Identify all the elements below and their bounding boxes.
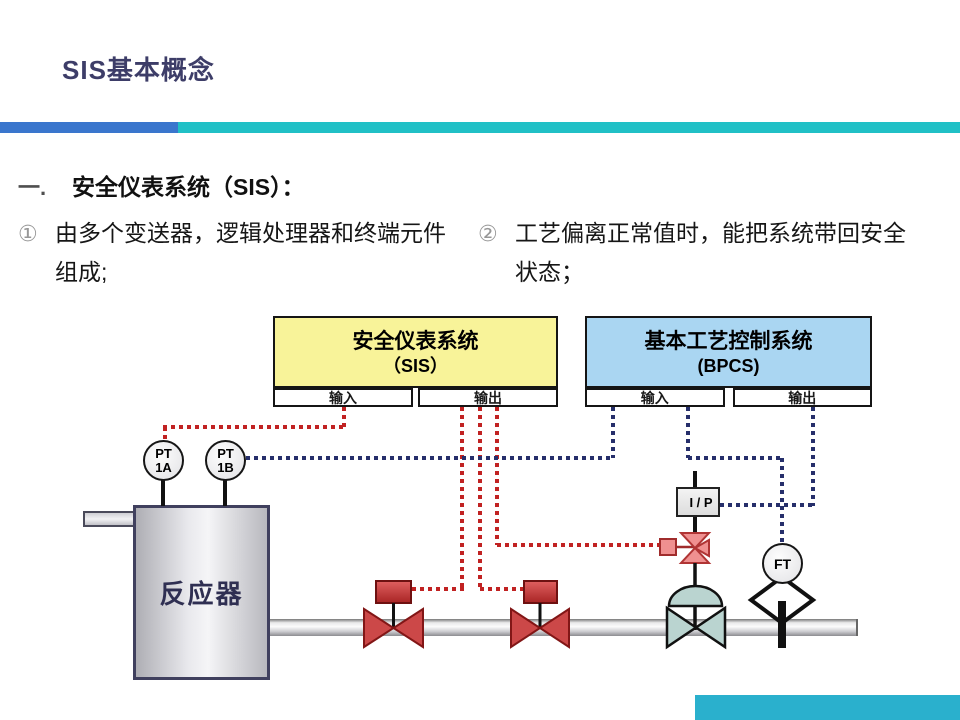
signal-red-valve-b-drop [478, 407, 482, 589]
sis-box-subtitle: （SIS） [382, 355, 448, 376]
signal-blue-bpcs-output-drop [811, 407, 815, 506]
sis-box-title: 安全仪表系统 [352, 329, 479, 353]
signal-red-solenoid-branch [497, 543, 660, 547]
valve-b-body-left [510, 607, 542, 649]
bullet-2-marker: ② [478, 221, 498, 246]
bullet-item-2: ② 工艺偏离正常值时，能把系统带回安全状态； [478, 214, 918, 292]
bpcs-output-cell: 输出 [732, 388, 872, 407]
pt1a-tag-line1: PT [155, 445, 172, 461]
bullet-item-1: ① 由多个变送器，逻辑处理器和终端元件组成; [18, 214, 450, 292]
section-heading: 一. 安全仪表系统（SIS）： [18, 168, 305, 202]
valve-a-body-left [363, 607, 396, 649]
sis-input-cell: 输入 [273, 388, 413, 407]
signal-red-sis-input-drop [342, 407, 346, 427]
ft-label: FT [773, 555, 792, 572]
signal-red-valve-a-branch [412, 587, 464, 591]
sis-io-row: 输入 输出 [273, 388, 558, 407]
signal-blue-pt1b-horizontal [246, 456, 614, 460]
valve-b-body-right [538, 607, 570, 649]
pt1b-stem [223, 479, 227, 506]
ip-label: I / P [689, 494, 713, 510]
valve-b-actuator [523, 580, 558, 604]
pt1a-stem [161, 479, 165, 506]
sis-system-box: 安全仪表系统 （SIS） 输入 输出 [273, 316, 558, 407]
valves-graphic [363, 471, 817, 650]
heading-number: 一. [18, 175, 47, 200]
bottom-accent-bar [695, 695, 960, 720]
signal-red-pt1a-horizontal [163, 425, 346, 429]
bpcs-box-body: 基本工艺控制系统 (BPCS) [585, 316, 872, 388]
sis-box-body: 安全仪表系统 （SIS） [273, 316, 558, 388]
control-valve-dome [667, 584, 724, 608]
solenoid-port-top [678, 532, 712, 550]
sis-output-cell: 输出 [418, 388, 558, 407]
signal-blue-ft-riser [686, 407, 690, 458]
solenoid-coil [659, 538, 677, 556]
valve-a-actuator [375, 580, 412, 604]
signal-blue-ft-horizontal [688, 456, 783, 460]
signal-red-valve-a-drop [460, 407, 464, 589]
pt1b-tag-line1: PT [217, 445, 234, 461]
ft-transmitter: FT [762, 543, 803, 584]
signal-red-valve-b-branch [480, 587, 524, 591]
reactor-inlet-pipe [83, 511, 135, 527]
bpcs-io-row: 输入 输出 [585, 388, 872, 407]
heading-text: 安全仪表系统（SIS）： [72, 174, 305, 200]
slide-title: SIS基本概念 [62, 55, 215, 85]
accent-bar-teal [178, 122, 960, 133]
pt1b-tag-line2: 1B [217, 459, 234, 475]
bpcs-box-subtitle: (BPCS) [697, 355, 760, 376]
solenoid-port-right [692, 538, 710, 558]
bullet-1-marker: ① [18, 221, 38, 246]
reactor-vessel: 反应器 [133, 505, 270, 680]
bullet-2-text: 工艺偏离正常值时，能把系统带回安全状态； [515, 220, 906, 285]
reactor-label: 反应器 [159, 579, 244, 609]
valve-a-body-right [391, 607, 424, 649]
signal-blue-ft-drop [780, 458, 784, 544]
control-valve-body-right [693, 605, 727, 650]
control-valve-body-left [665, 605, 699, 650]
pt1a-tag-line2: 1A [155, 459, 172, 475]
bpcs-box-title: 基本工艺控制系统 [644, 329, 813, 353]
signal-blue-bpcs-input-riser [611, 407, 615, 458]
signal-red-pt1a-riser [163, 427, 167, 443]
signal-red-solenoid-drop [495, 407, 499, 545]
ip-converter: I / P [676, 487, 720, 517]
pt1b-transmitter: PT 1B [205, 440, 246, 481]
bpcs-input-cell: 输入 [585, 388, 725, 407]
signal-blue-ip-branch [720, 503, 813, 507]
bpcs-system-box: 基本工艺控制系统 (BPCS) 输入 输出 [585, 316, 872, 407]
pt1a-transmitter: PT 1A [143, 440, 184, 481]
bullet-1-text: 由多个变送器，逻辑处理器和终端元件组成; [55, 220, 446, 285]
orifice-plate [778, 601, 786, 648]
accent-bar-blue [0, 122, 178, 133]
